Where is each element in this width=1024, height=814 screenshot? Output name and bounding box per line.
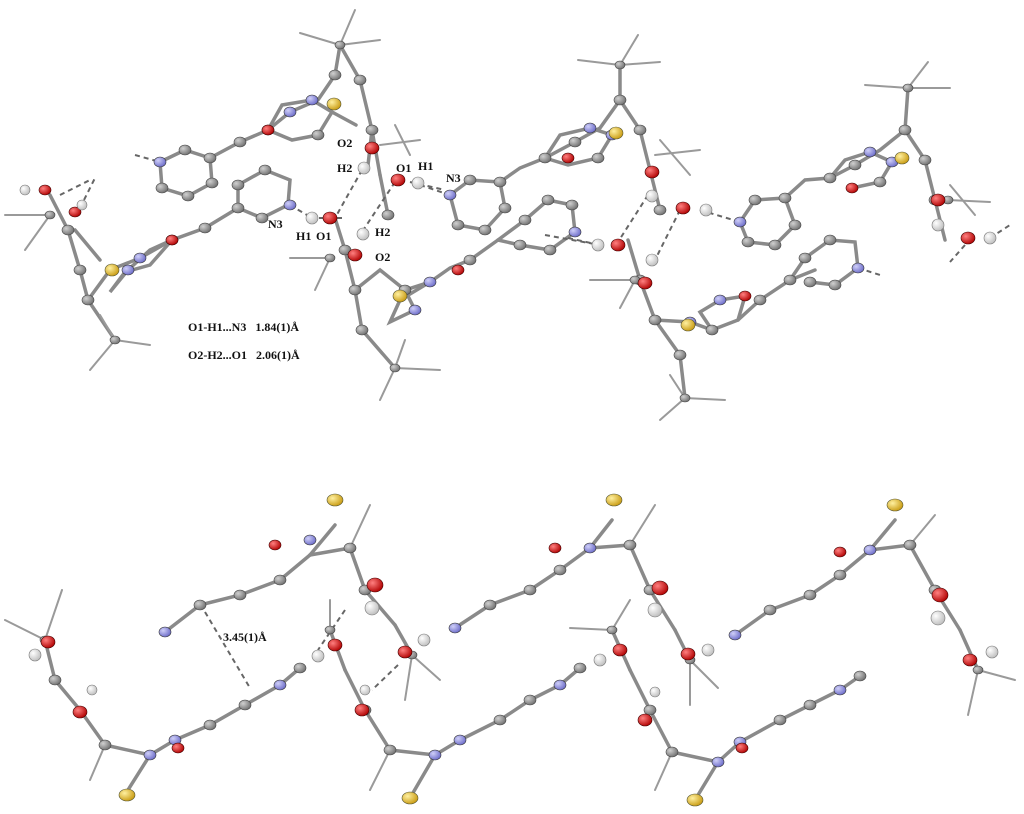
label-h1-top: H1: [418, 159, 433, 173]
chain-upper: [163, 504, 1016, 716]
chain-lower: [4, 589, 862, 802]
atom-labels: O2 H2 O1 H1 N3 N3 H1 O1 H2 O2: [268, 136, 461, 264]
label-n3-right: N3: [446, 171, 461, 185]
note-o2-h2-o1: O2-H2...O1 2.06(1)Å: [188, 348, 300, 362]
label-h2-bottom: H2: [375, 225, 390, 239]
label-h1-left: H1: [296, 229, 311, 243]
molecule-top-b: [4, 168, 313, 371]
label-o1-top: O1: [396, 161, 411, 175]
distance-notes: O1-H1...N3 1.84(1)Å O2-H2...O1 2.06(1)Å: [188, 320, 300, 362]
molecule-top-c: [289, 198, 601, 401]
label-o2-bottom: O2: [375, 250, 390, 264]
molecule-top-a: [134, 9, 421, 217]
note-o1-h1-n3: O1-H1...N3 1.84(1)Å: [188, 320, 299, 334]
label-h2-top: H2: [337, 161, 352, 175]
top-panel-packing: O2 H2 O1 H1 N3 N3 H1 O1 H2 O2 O1-H1...N3…: [4, 9, 1011, 421]
molecule-top-e: [589, 238, 881, 421]
atoms-top: [19, 40, 997, 403]
atoms-bottom: [28, 493, 999, 807]
stacking-lines: [204, 609, 399, 691]
label-o1-left: O1: [316, 229, 331, 243]
label-n3-left: N3: [268, 217, 283, 231]
bottom-panel-stacking: 3.45(1)Å: [4, 493, 1016, 807]
note-stacking-distance: 3.45(1)Å: [223, 630, 267, 644]
label-o2-top: O2: [337, 136, 352, 150]
